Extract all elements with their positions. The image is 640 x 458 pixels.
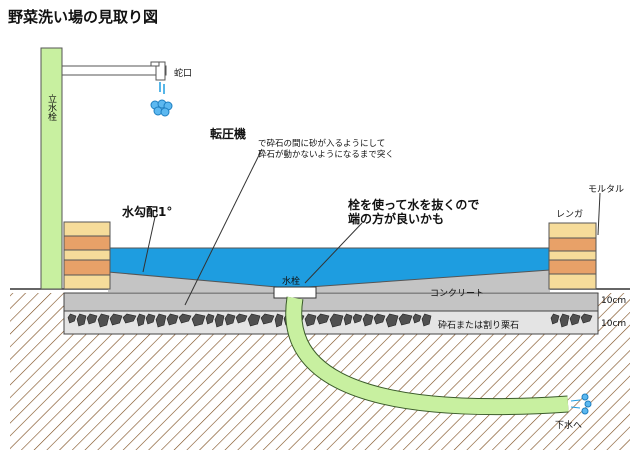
- water-drops-drain: [570, 393, 592, 415]
- gravel-label: 砕石または割り栗石: [438, 319, 519, 331]
- gravel-stones: [67, 313, 593, 328]
- slope-label: 水勾配1°: [122, 204, 172, 219]
- drain-hose: [286, 296, 569, 415]
- slope-leader: [142, 216, 156, 273]
- plug-note-leader: [304, 222, 363, 284]
- slope-floor-right: [309, 270, 550, 292]
- faucet-handle: [150, 61, 160, 67]
- standpipe: [40, 47, 63, 290]
- plug-label: 水栓: [282, 275, 300, 287]
- drain-label: 下水へ: [555, 419, 582, 431]
- roller-label: 転圧機: [210, 126, 246, 141]
- faucet-label: 蛇口: [174, 67, 192, 79]
- drain-plug: [273, 286, 317, 299]
- water-drops-faucet: [150, 82, 173, 117]
- gravel-thickness-label: 10cm: [601, 319, 626, 329]
- slope-floor-left: [108, 272, 277, 292]
- concrete-label: コンクリート: [430, 288, 484, 299]
- faucet-body: [155, 61, 166, 81]
- brick-wall-right: [548, 222, 597, 290]
- concrete-thickness-label: 10cm: [601, 296, 626, 306]
- plug-note-line-2: 端の方が良いかも: [348, 211, 444, 226]
- brick-wall-left: [63, 221, 111, 290]
- standpipe-label: 立水栓: [46, 93, 57, 122]
- roller-leader: [184, 148, 263, 306]
- roller-note-line-1: で砕石の間に砂が入るようにして: [258, 138, 385, 149]
- plug-note-line-1: 栓を使って水を抜くので: [348, 197, 479, 212]
- mortar-leader: [597, 192, 601, 236]
- water: [108, 248, 550, 287]
- slope-line-right: [308, 269, 551, 288]
- diagram-title: 野菜洗い場の見取り図: [8, 8, 158, 26]
- concrete-slab: [63, 292, 599, 312]
- roller-note-line-2: 砕石が動かないようになるまで突く: [258, 149, 394, 160]
- slope-line-left: [107, 271, 278, 288]
- mortar-label: モルタル: [588, 184, 624, 195]
- faucet-arm: [61, 65, 167, 76]
- brick-label: レンガ: [556, 209, 583, 220]
